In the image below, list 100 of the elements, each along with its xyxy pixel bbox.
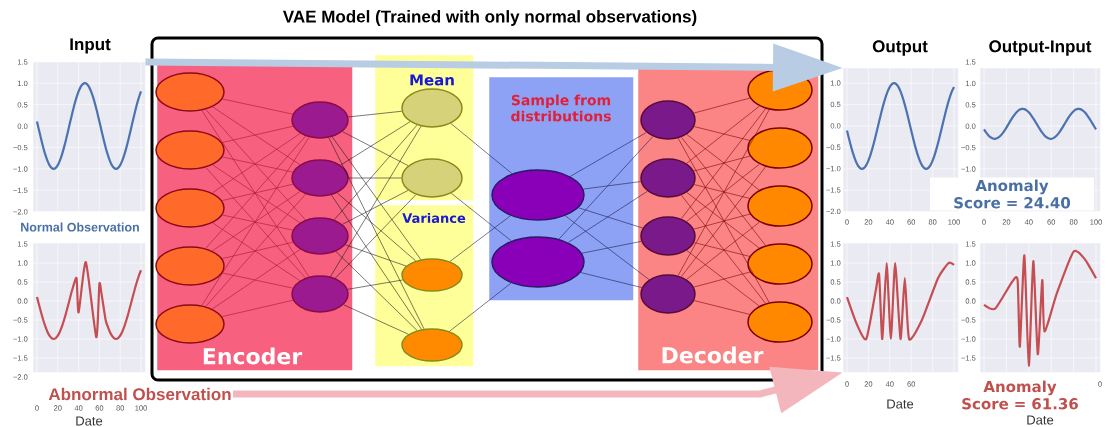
neuron-ellipse (401, 328, 463, 362)
neuron-ellipse (640, 216, 696, 256)
connection-line (212, 133, 301, 194)
neuron-ellipse (491, 236, 585, 288)
neuron-ellipse (155, 304, 225, 344)
observation-label: Abnormal Observation (48, 387, 231, 401)
connection-line (222, 156, 293, 173)
connection-line (677, 138, 770, 303)
connection-line (681, 137, 766, 246)
chart-title: Output-Input (989, 40, 1092, 56)
connection-line (201, 137, 310, 306)
connection-line (331, 194, 422, 330)
connection-line (201, 110, 310, 277)
connection-line (333, 124, 418, 220)
axis-label: Date (1027, 415, 1054, 425)
connection-line (693, 97, 751, 114)
connection-line (578, 207, 643, 229)
connection-line (558, 136, 654, 240)
connection-line (343, 304, 409, 335)
connection-line (221, 183, 294, 201)
score-label: Anomaly Score = 24.40 (930, 177, 1094, 211)
connection-line (686, 134, 760, 191)
connection-line (335, 251, 418, 331)
neuron-ellipse (491, 169, 585, 221)
connection-line (347, 279, 403, 290)
connection-line (330, 126, 422, 277)
connection-line (212, 106, 301, 165)
connection-line (686, 105, 760, 164)
connection-line (222, 98, 293, 115)
connection-line (686, 250, 760, 307)
connection-line (686, 221, 760, 280)
neuron-ellipse (640, 274, 696, 314)
connection-line (212, 249, 301, 310)
connection-line (449, 282, 512, 332)
connection-line (205, 167, 306, 279)
neuron-ellipse (747, 301, 813, 343)
connection-line (328, 137, 425, 330)
connection-line (693, 242, 750, 257)
connection-line (581, 241, 642, 254)
neuron-ellipse (155, 130, 225, 170)
connection-line (583, 181, 641, 190)
neuron-ellipse (155, 188, 225, 228)
connection-line (693, 271, 751, 288)
connection-line (693, 126, 750, 141)
connection-line (693, 184, 750, 199)
connection-line (205, 109, 306, 221)
connection-line (212, 191, 301, 252)
connection-line (450, 123, 513, 174)
connection-line (451, 193, 512, 242)
chart-title: Input (70, 38, 111, 54)
connection-line (212, 222, 301, 281)
connection-line (335, 194, 417, 279)
neuron-ellipse (401, 258, 463, 292)
neuron-ellipse (401, 158, 463, 198)
neuron-ellipse (640, 158, 696, 198)
connection-line (348, 177, 402, 179)
neuron-ellipse (747, 185, 813, 227)
score-label: Anomaly Score = 61.36 (962, 380, 1078, 410)
connection-line (677, 109, 770, 276)
connection-line (568, 191, 648, 243)
neuron-ellipse (291, 159, 349, 197)
connection-line (221, 241, 294, 259)
connection-line (686, 192, 760, 249)
connection-line (212, 164, 301, 223)
neuron-ellipse (155, 72, 225, 112)
neuron-ellipse (291, 217, 349, 255)
connection-line (686, 163, 760, 222)
connection-line (681, 166, 766, 277)
connection-line (331, 136, 422, 260)
neuron-ellipse (747, 243, 813, 285)
neuron-ellipse (155, 246, 225, 286)
connection-line (565, 215, 650, 280)
connection-line (449, 215, 511, 262)
connection-line (222, 272, 293, 289)
connection-line (681, 108, 766, 219)
chart-title: Output (872, 40, 928, 56)
connection-line (580, 272, 643, 288)
diagram-title: VAE Model (Trained with only normal observations) (282, 10, 697, 26)
line-chart (842, 242, 959, 373)
line-chart (32, 242, 146, 373)
connection-line (693, 155, 751, 172)
connection-line (221, 125, 294, 143)
neuron-ellipse (401, 88, 463, 128)
connection-line (681, 195, 766, 304)
connection-line (342, 131, 409, 166)
neuron-ellipse (747, 127, 813, 169)
connection-line (345, 244, 407, 267)
neuron-ellipse (640, 100, 696, 140)
neuron-ellipse (291, 275, 349, 313)
connection-line (342, 190, 409, 225)
connection-line (337, 192, 416, 262)
connection-line (348, 110, 402, 118)
connection-line (340, 121, 411, 166)
connection-line (693, 300, 750, 315)
connection-line (221, 299, 294, 317)
observation-label: Normal Observation (21, 222, 139, 232)
connection-line (570, 132, 647, 177)
axis-label: Date (887, 399, 914, 409)
connection-line (693, 213, 751, 230)
connection-line (205, 193, 306, 307)
